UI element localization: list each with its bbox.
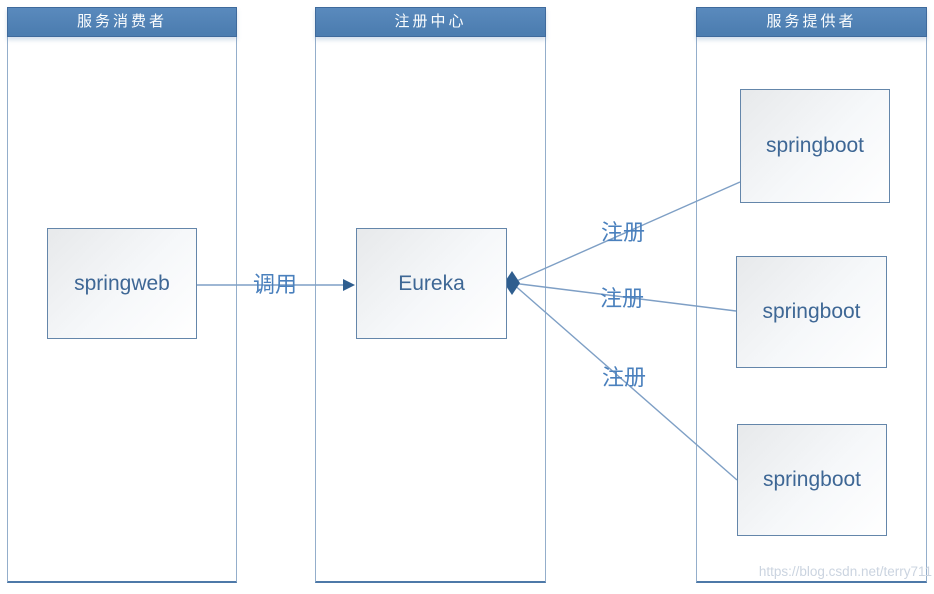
node-springboot-2-label: springboot xyxy=(762,300,861,323)
connector-register-1-label: 注册 xyxy=(600,220,645,245)
node-springboot-2: springboot xyxy=(736,256,887,368)
lane-service-consumer-header: 服务消费者 xyxy=(7,7,237,37)
node-springboot-3: springboot xyxy=(737,424,887,536)
connector-register-3-label: 注册 xyxy=(601,365,646,390)
node-springboot-1: springboot xyxy=(740,89,890,203)
lane-service-consumer: 服务消费者 xyxy=(7,7,237,583)
lane-registry-center-header: 注册中心 xyxy=(315,7,546,37)
node-eureka: Eureka xyxy=(356,228,507,339)
node-eureka-label: Eureka xyxy=(398,271,465,295)
lane-service-provider-header: 服务提供者 xyxy=(696,7,927,37)
connector-register-2-label: 注册 xyxy=(599,286,644,311)
connector-call-label: 调用 xyxy=(252,272,297,297)
node-springboot-1-label: springboot xyxy=(765,134,865,157)
node-springweb-label: springweb xyxy=(74,271,170,295)
node-springboot-3-label: springboot xyxy=(762,468,862,491)
node-springweb: springweb xyxy=(47,228,197,339)
watermark-url: https://blog.csdn.net/terry711 xyxy=(758,564,932,579)
